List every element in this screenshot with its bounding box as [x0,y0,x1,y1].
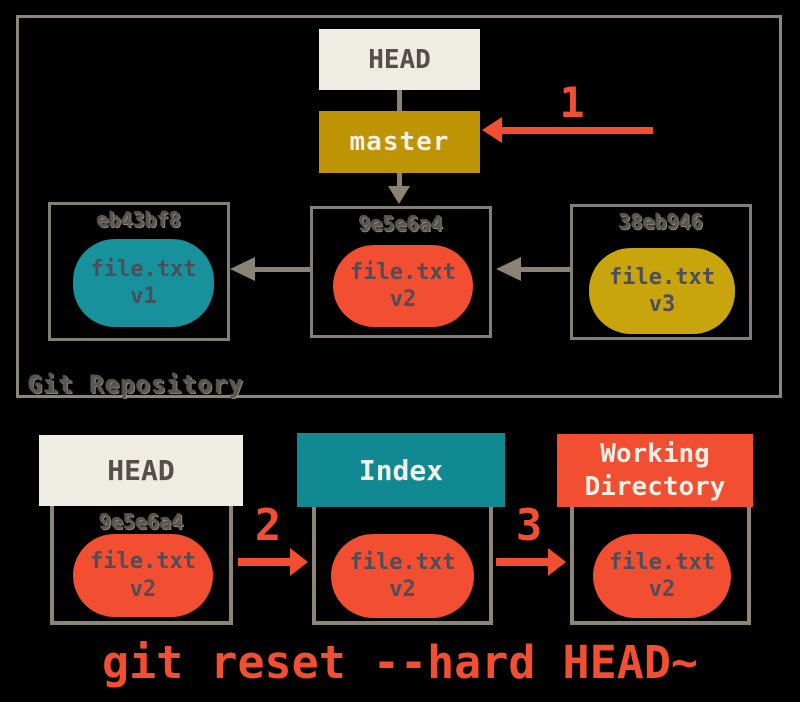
head-pointer-box: HEAD [319,29,480,90]
commit-hash: 38eb946 [618,210,704,234]
file-version: v2 [648,577,676,602]
file-snapshot-pill: file.txt v2 [331,534,474,618]
file-name: file.txt [350,259,456,285]
file-version: v2 [129,576,157,602]
commit3-to-commit2-arrowhead-icon [496,257,521,281]
file-snapshot-pill: file.txt v3 [589,248,735,334]
step2-label: 2 [254,500,282,551]
master-to-commit-arrowhead-icon [388,186,410,204]
head-area-header: HEAD [39,435,243,506]
step3-arrow-line [496,558,550,566]
step1-label: 1 [559,78,585,127]
master-to-commit-line [397,173,402,187]
working-directory-area-box: file.txt v2 [570,500,751,625]
working-directory-area-header: Working Directory [557,434,753,507]
file-version: v2 [389,287,417,312]
head-to-master-connector [397,90,402,112]
step3-label: 3 [515,500,543,551]
file-name: file.txt [609,549,715,575]
file-snapshot-pill: file.txt v1 [73,239,214,327]
commit-hash: 9e5e6a4 [99,510,184,534]
file-name: file.txt [90,256,197,282]
step2-arrow-line [238,558,292,566]
commit-box-9e5e6a4: 9e5e6a4 file.txt v2 [310,206,492,338]
index-area-header: Index [297,433,505,507]
commit-box-38eb946: 38eb946 file.txt v3 [570,204,752,340]
file-name: file.txt [90,549,196,574]
file-snapshot-pill: file.txt v2 [73,534,213,617]
git-repository-box [16,15,782,398]
file-version: v1 [130,284,157,309]
file-name: file.txt [609,264,715,290]
index-area-box: file.txt v2 [312,500,493,625]
commit-hash: eb43bf8 [96,208,182,232]
step2-arrowhead-icon [290,548,308,576]
step3-arrowhead-icon [548,548,566,576]
commit2-to-commit1-arrow-line [255,267,311,272]
command-caption: git reset --hard HEAD~ [101,636,699,689]
file-snapshot-pill: file.txt v2 [593,534,731,618]
file-name: file.txt [349,549,456,575]
commit2-to-commit1-arrowhead-icon [230,257,255,281]
master-branch-box: master [319,111,480,173]
head-area-box: 9e5e6a4 file.txt v2 [50,500,233,625]
commit3-to-commit2-arrow-line [521,267,571,272]
git-repository-label: Git Repository [28,371,245,399]
file-snapshot-pill: file.txt v2 [333,245,473,327]
reset-step1-arrowhead-icon [482,117,502,143]
file-version: v2 [389,577,416,602]
file-version: v3 [648,292,676,317]
reset-step1-arrow-line [500,127,653,134]
commit-hash: 9e5e6a4 [358,212,444,236]
commit-box-eb43bf8: eb43bf8 file.txt v1 [48,202,230,341]
